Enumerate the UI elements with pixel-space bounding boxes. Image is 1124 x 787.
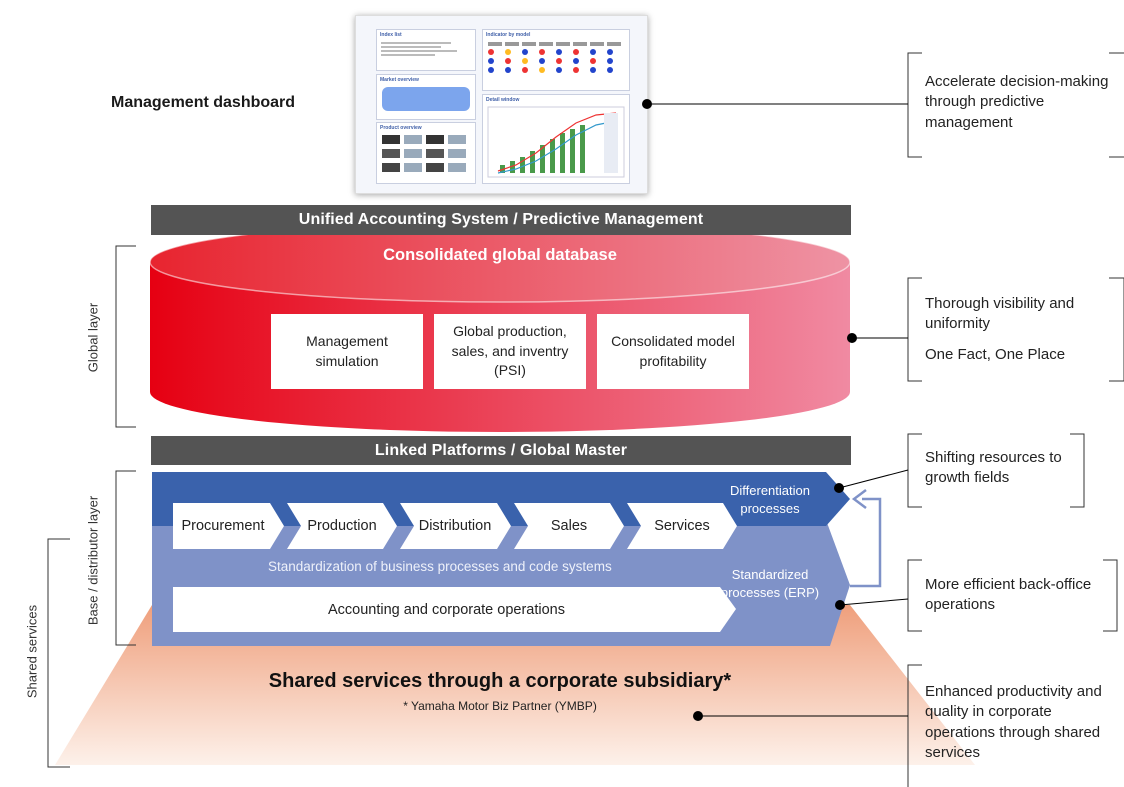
detail-window-title: Detail window (486, 97, 520, 103)
index-list-panel: Index list (376, 29, 476, 71)
product-overview-panel: Product overview (376, 122, 476, 184)
product-overview-title: Product overview (380, 125, 422, 131)
market-overview-title: Market overview (380, 77, 419, 83)
market-overview-panel: Market overview (376, 74, 476, 120)
connector-dot-erp (835, 600, 845, 610)
shared-services-side-label: Shared services (24, 604, 40, 699)
process-sales: Sales (550, 518, 588, 534)
process-services: Services (654, 518, 710, 534)
linked-platforms-bar: Linked Platforms / Global Master (151, 436, 851, 465)
connector-dot-shared (693, 711, 703, 721)
global-layer-label: Global layer (85, 302, 101, 373)
connector-dot-differentiation (834, 483, 844, 493)
model-profitability-box: Consolidated model profitability (597, 314, 749, 389)
shared-services-title: Shared services through a corporate subs… (268, 670, 732, 692)
standardization-text: Standardization of business processes an… (268, 559, 612, 574)
accounting-operations: Accounting and corporate operations (328, 601, 565, 618)
global-psi-box: Global production, sales, and inventry (… (434, 314, 586, 389)
base-layer-label: Base / distributor layer (85, 495, 101, 626)
note-back-office: More efficient back-office operations (925, 576, 1092, 614)
detail-window-panel: Detail window (482, 94, 630, 184)
indicator-panel: Indicator by model (482, 29, 630, 91)
index-list-title: Index list (380, 32, 402, 38)
process-production: Production (307, 518, 377, 534)
note-productivity: Enhanced productivity and quality in cor… (925, 683, 1102, 761)
note-decision-making: Accelerate decision-making through predi… (925, 73, 1109, 131)
note-visibility: Thorough visibility and uniformity (925, 295, 1075, 333)
indicator-title: Indicator by model (486, 32, 531, 38)
process-distribution: Distribution (418, 518, 492, 534)
shared-services-note: * Yamaha Motor Biz Partner (YMBP) (403, 699, 597, 713)
database-title: Consolidated global database (383, 246, 617, 264)
management-simulation-box: Management simulation (271, 314, 423, 389)
management-dashboard-label: Management dashboard (111, 94, 296, 111)
note-shifting-resources: Shifting resources to growth fields (925, 449, 1062, 487)
connector-dot-database (847, 333, 857, 343)
standardized-processes-label: Standardized processes (ERP) (720, 567, 820, 600)
note-one-fact: One Fact, One Place (925, 346, 1066, 363)
dashboard-thumbnail: Index list Market overview Product overv… (355, 15, 648, 194)
process-procurement: Procurement (181, 518, 265, 534)
differentiation-label: Differentiation processes (730, 483, 810, 516)
connector-dot-dashboard (642, 99, 652, 109)
unified-accounting-bar: Unified Accounting System / Predictive M… (151, 205, 851, 235)
